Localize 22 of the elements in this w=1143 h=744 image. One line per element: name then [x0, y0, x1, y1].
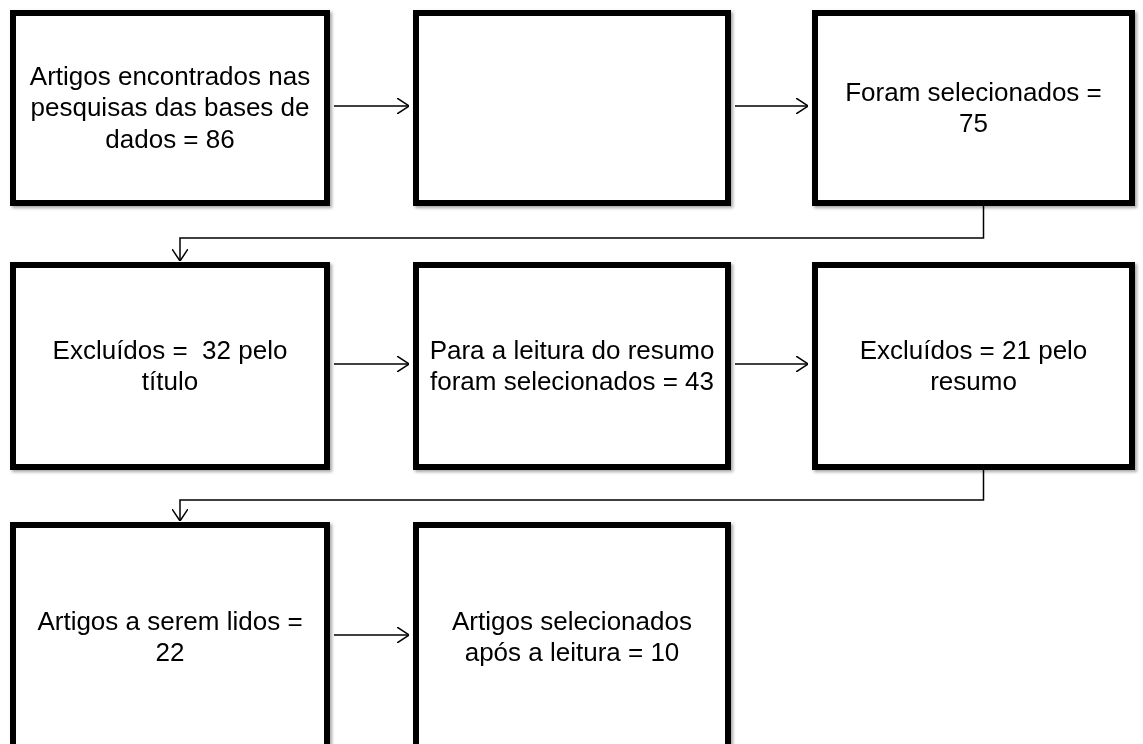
arrow	[734, 355, 809, 373]
box-text: Artigos encontrados nas pesquisas das bases de dados = 86	[28, 61, 312, 155]
process-box	[10, 522, 330, 744]
process-box	[812, 262, 1135, 470]
box-text: Para a leitura do resumo foram selecionados = 43	[429, 334, 715, 398]
box-text: Excluídos = 21 pelo resumo	[858, 334, 1089, 398]
box-text: Excluídos = 32 pelo título	[51, 334, 289, 398]
box-text: Artigos a serem lidos = 22	[36, 605, 304, 669]
box-text: Artigos selecionados após a leitura = 10	[451, 605, 693, 669]
process-box	[413, 262, 731, 470]
arrow	[171, 205, 985, 262]
arrow	[333, 97, 410, 115]
process-box	[812, 10, 1135, 206]
process-box	[10, 10, 330, 206]
arrow	[171, 469, 985, 522]
arrow	[333, 626, 410, 644]
process-box	[10, 262, 330, 470]
arrow	[333, 355, 410, 373]
empty-box	[413, 10, 731, 206]
arrow	[734, 97, 809, 115]
box-text: Foram selecionados = 75	[844, 76, 1103, 140]
process-box	[413, 522, 731, 744]
